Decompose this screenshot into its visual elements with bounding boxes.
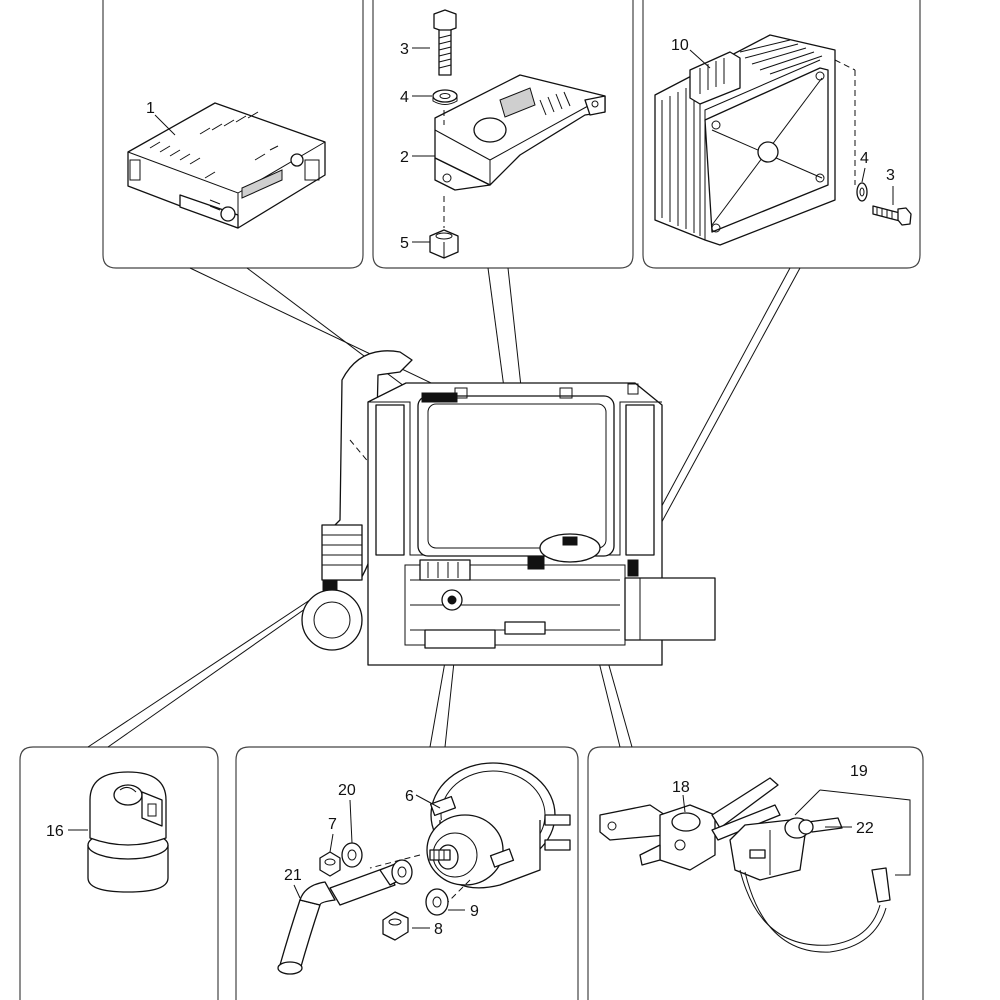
ignition-switch: [729, 817, 891, 953]
washer-top: [432, 89, 458, 105]
callout-21: 21: [284, 867, 302, 884]
multifunction-switch: [599, 777, 781, 871]
callout-3-top: 3: [400, 41, 409, 58]
washer-right: [856, 182, 868, 202]
key-22: [798, 817, 843, 835]
radio-unit: [127, 102, 326, 229]
callout-4-right: 4: [860, 150, 869, 167]
callout-4-top: 4: [400, 89, 409, 106]
horn: [87, 771, 169, 893]
callout-numbers: 1 3 4 2 5 10 4 3 16 20 7 6 21 9 8 18 19 …: [46, 37, 895, 938]
bolt-top: [433, 9, 457, 76]
control-unit: [654, 34, 856, 246]
cable-21: [277, 859, 413, 975]
cab-body: [301, 350, 716, 666]
callout-10: 10: [671, 37, 689, 54]
callout-8: 8: [434, 921, 443, 938]
callout-leaders: [68, 47, 911, 929]
nut-bottom: [429, 229, 459, 259]
callout-9: 9: [470, 903, 479, 920]
callout-22: 22: [856, 820, 874, 837]
nut-8: [382, 911, 409, 941]
power-socket: [369, 762, 571, 911]
washer-9: [425, 888, 449, 916]
callout-16: 16: [46, 823, 64, 840]
callout-7: 7: [328, 816, 337, 833]
callout-2: 2: [400, 149, 409, 166]
relay-module: [434, 74, 606, 228]
bolt-right: [872, 205, 912, 226]
callout-6: 6: [405, 788, 414, 805]
nut-7: [319, 851, 341, 877]
callout-3-right: 3: [886, 167, 895, 184]
washer-20: [341, 842, 363, 868]
callout-18: 18: [672, 779, 690, 796]
callout-1: 1: [146, 100, 155, 117]
callout-20: 20: [338, 782, 356, 799]
callout-19: 19: [850, 763, 868, 780]
callout-5: 5: [400, 235, 409, 252]
